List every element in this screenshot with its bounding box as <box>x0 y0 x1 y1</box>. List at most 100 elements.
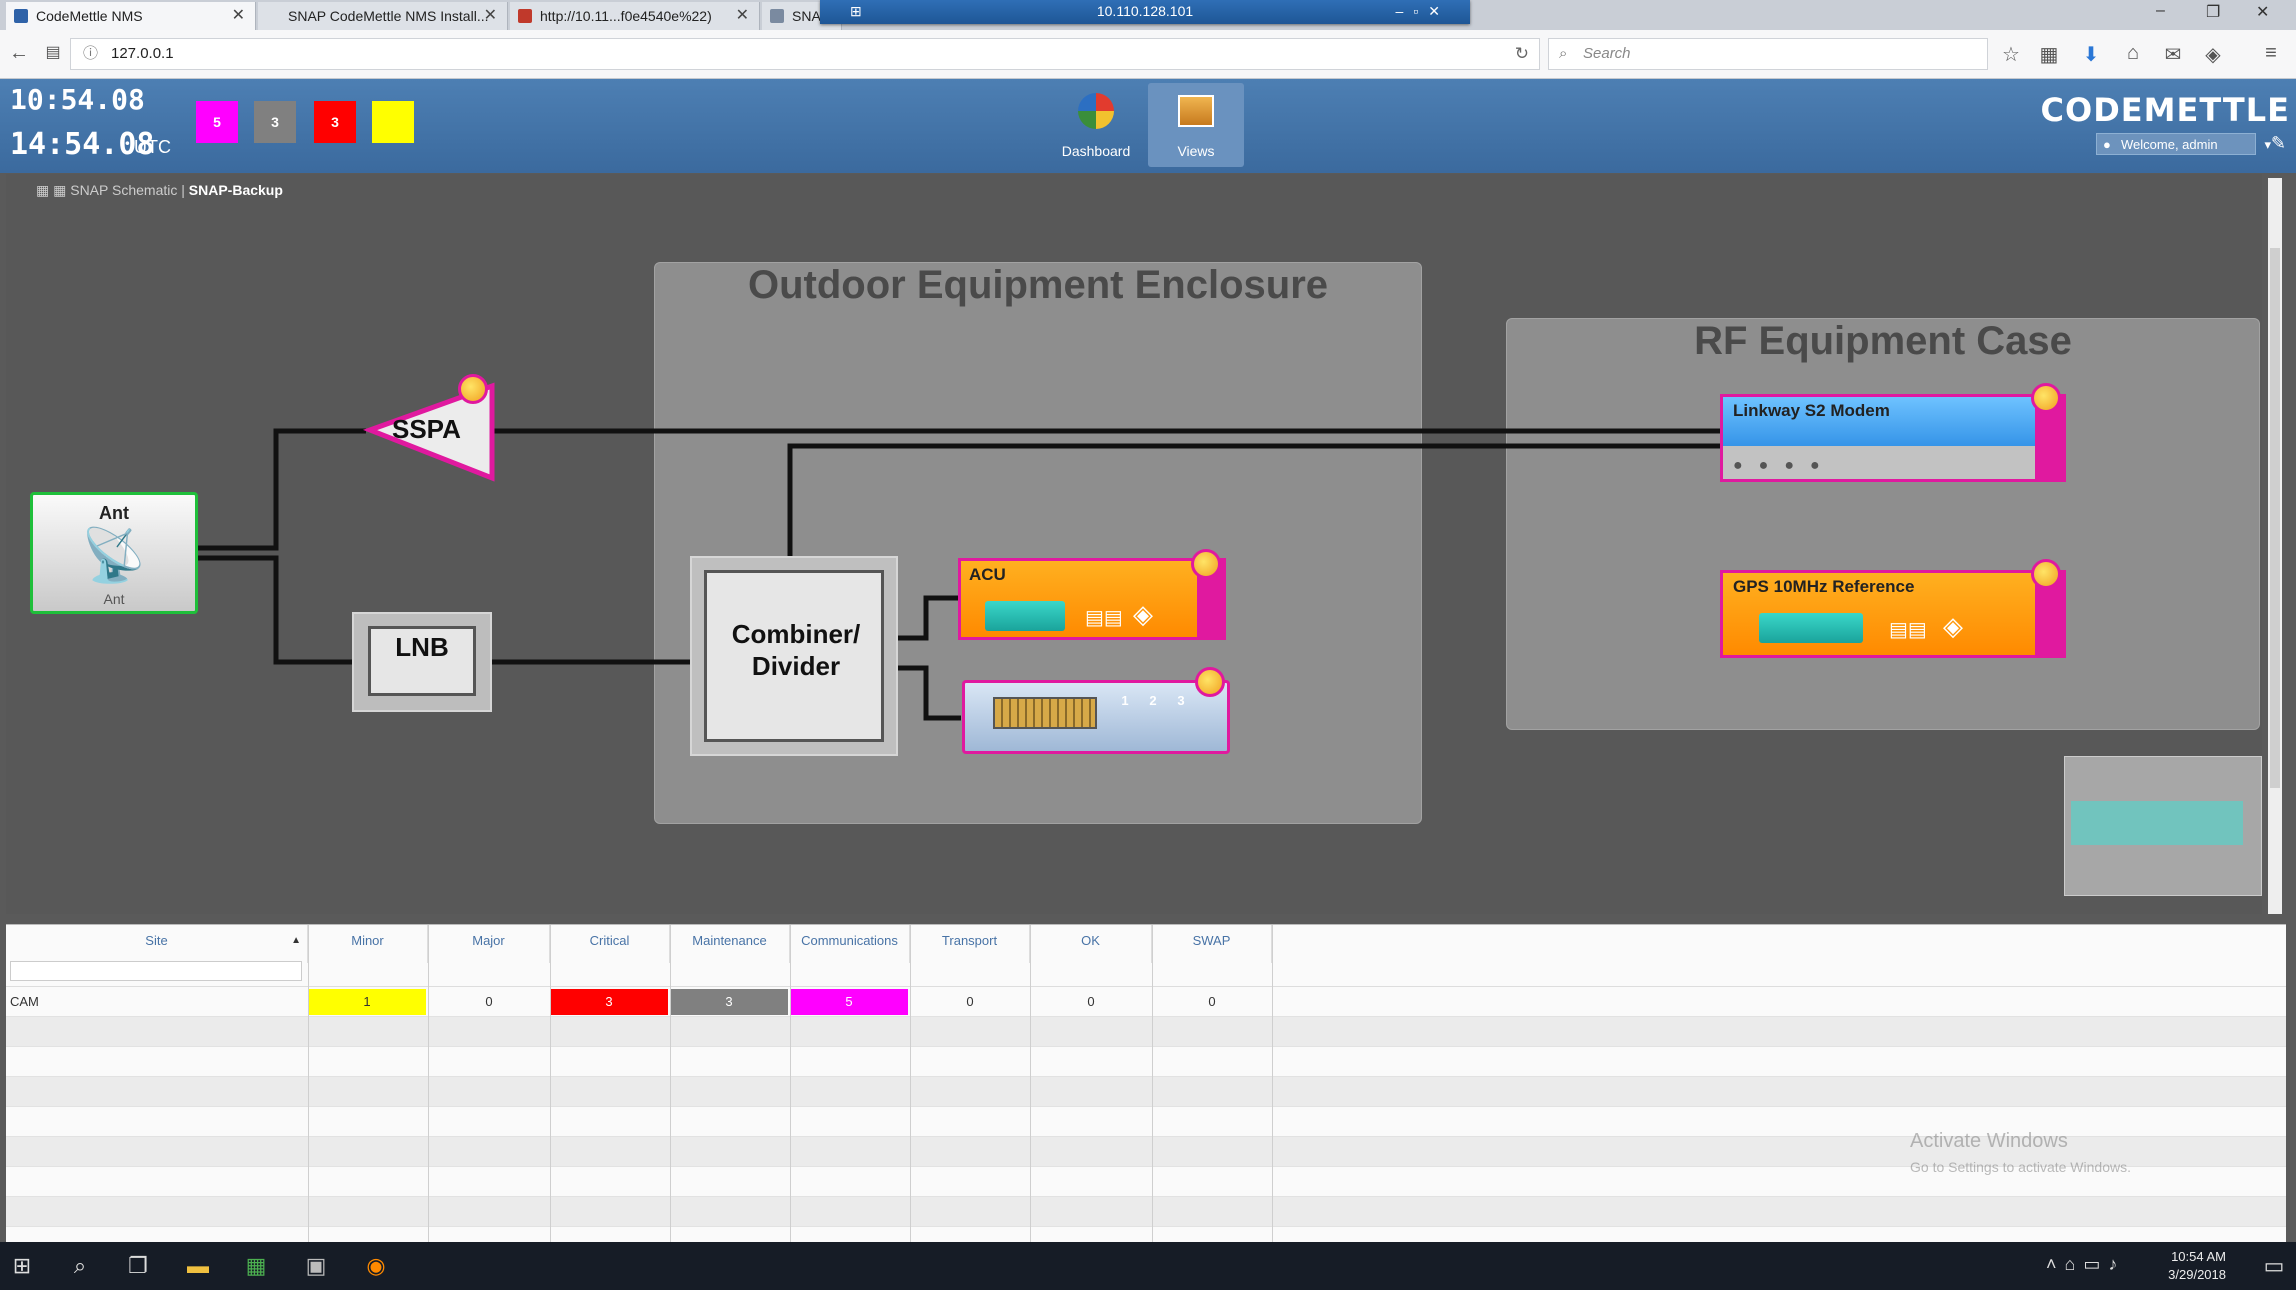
restore-icon[interactable]: ❐ <box>2206 4 2221 21</box>
line-combiner-modem <box>787 443 1722 558</box>
cell-critical[interactable]: 3 <box>550 989 668 1015</box>
library-icon[interactable]: ▦ <box>2039 44 2059 66</box>
column-header-communications[interactable]: Communications <box>790 925 910 963</box>
watermark-title: Activate Windows <box>1910 1130 2068 1152</box>
bookmark-star-icon[interactable]: ☆ <box>2002 44 2020 66</box>
user-icon: ● <box>2103 137 2111 152</box>
download-icon[interactable]: ⬇ <box>2082 44 2100 66</box>
rf-case-title: RF Equipment Case <box>1694 319 2072 363</box>
column-header-transport[interactable]: Transport <box>910 925 1030 963</box>
spreadsheet-app-icon[interactable]: ▦ <box>245 1253 267 1278</box>
acu-device[interactable]: ACU ▤▤ ◈ <box>958 549 1226 640</box>
lnb-device[interactable]: LNB <box>352 612 492 712</box>
remote-window-controls[interactable]: –▫✕ <box>1395 3 1450 19</box>
user-menu[interactable]: ● Welcome, admin ▾ <box>2096 133 2271 155</box>
cell-maintenance[interactable]: 3 <box>670 989 788 1015</box>
table-row <box>6 1047 2286 1077</box>
breadcrumb-parent[interactable]: SNAP Schematic <box>70 182 178 198</box>
pocket-icon[interactable]: ◈ <box>2205 44 2221 66</box>
local-time: 10:54.08 <box>10 83 145 116</box>
alarm-star-icon[interactable] <box>1191 549 1221 579</box>
views-button[interactable]: Views <box>1148 83 1244 167</box>
menu-icon[interactable]: ≡ <box>2265 42 2277 64</box>
line-combiner-switch <box>894 665 961 721</box>
line-ant-lnb <box>194 555 356 665</box>
search-icon[interactable]: ⌕ <box>73 1253 87 1278</box>
home-icon[interactable]: ⌂ <box>2126 42 2140 64</box>
file-explorer-icon[interactable]: ▬ <box>187 1253 209 1278</box>
column-header-site[interactable]: Site ▲ <box>6 925 308 963</box>
antenna-device[interactable]: Ant 📡 Ant <box>30 492 198 614</box>
close-tab-icon[interactable]: ✕ <box>735 7 749 24</box>
column-divider <box>550 925 551 1243</box>
utc-time: 14:54.08 <box>10 127 155 162</box>
windows-taskbar: ⊞ ⌕ ❐ ▬ ▦ ▣ ◉ ˄⌂▭♪ 10:54 AM 3/29/2018 ▭ <box>0 1242 2296 1290</box>
severity-box-minor[interactable] <box>372 101 414 143</box>
minimize-icon[interactable]: – <box>2156 2 2165 19</box>
severity-box-critical[interactable]: 3 <box>314 101 356 143</box>
clock-area[interactable]: 10:54 AM 3/29/2018 <box>2168 1248 2226 1284</box>
switch-port-panel <box>993 697 1097 729</box>
browser-tab-bar: CodeMettle NMS ✕ SNAP CodeMettle NMS Ins… <box>0 0 2296 30</box>
cell-major[interactable]: 0 <box>485 994 493 1009</box>
firefox-icon[interactable]: ◉ <box>366 1253 386 1278</box>
chevron-down-icon[interactable]: ▾ <box>2264 137 2271 152</box>
column-header-critical[interactable]: Critical <box>550 925 670 963</box>
column-header-major[interactable]: Major <box>428 925 550 963</box>
combiner-divider-device[interactable]: Combiner/ Divider <box>690 556 898 756</box>
minimap-viewport[interactable] <box>2071 801 2243 845</box>
breadcrumb-home-icon[interactable]: ▦ ▦ <box>36 182 71 198</box>
column-header-ok[interactable]: OK <box>1030 925 1152 963</box>
cell-swap[interactable]: 0 <box>1208 994 1216 1009</box>
edit-icon[interactable]: ✎ <box>2270 133 2286 153</box>
cell-communications[interactable]: 5 <box>790 989 908 1015</box>
windows-start-icon[interactable]: ⊞ <box>12 1253 32 1278</box>
gps-vent-icon: ▤▤ <box>1889 619 1927 641</box>
cell-ok[interactable]: 0 <box>1087 994 1095 1009</box>
acu-display <box>985 601 1065 631</box>
reload-icon[interactable]: ↻ <box>1514 44 1529 63</box>
minimap[interactable] <box>2064 756 2262 896</box>
window-controls: – ❐ ✕ <box>2146 0 2296 28</box>
search-input[interactable]: ⌕ Search <box>1548 38 1988 70</box>
tab-http-link[interactable]: http://10.11...f0e4540e%22) ✕ <box>510 2 760 30</box>
column-header-swap[interactable]: SWAP <box>1152 925 1272 963</box>
tab-codemettle-nms[interactable]: CodeMettle NMS ✕ <box>6 2 256 30</box>
alarm-star-icon[interactable] <box>1195 667 1225 697</box>
alarm-star-icon[interactable] <box>2031 383 2061 413</box>
site-filter-input[interactable] <box>10 961 302 981</box>
tab-snap-install[interactable]: SNAP CodeMettle NMS Install... ✕ <box>258 2 508 30</box>
column-header-minor[interactable]: Minor <box>308 925 428 963</box>
utc-label: UTC <box>134 137 171 157</box>
alarm-star-icon[interactable] <box>2031 559 2061 589</box>
cell-minor[interactable]: 1 <box>308 989 426 1015</box>
column-header-maintenance[interactable]: Maintenance <box>670 925 790 963</box>
chat-icon[interactable]: ✉ <box>2164 44 2182 66</box>
alarm-star-icon[interactable] <box>458 374 488 404</box>
sort-asc-icon[interactable]: ▲ <box>291 935 301 946</box>
info-icon[interactable]: ⓘ <box>83 45 99 62</box>
back-arrow-icon[interactable]: ← <box>9 42 29 64</box>
scrollbar-thumb[interactable] <box>2270 248 2280 788</box>
antenna-sublabel: Ant <box>103 591 125 607</box>
table-row[interactable]: CAM 1 0 3 3 5 0 0 0 <box>6 987 2286 1017</box>
vertical-scrollbar[interactable] <box>2268 178 2282 914</box>
linkway-s2-modem-device[interactable]: Linkway S2 Modem ●●●● <box>1720 383 2066 482</box>
dashboard-label: Dashboard <box>1061 143 1131 159</box>
close-tab-icon[interactable]: ✕ <box>483 7 497 24</box>
installer-app-icon[interactable]: ▣ <box>305 1253 327 1278</box>
severity-box-communications[interactable]: 5 <box>196 101 238 143</box>
gps-10mhz-reference-device[interactable]: GPS 10MHz Reference ▤▤ ◈ <box>1720 559 2066 658</box>
close-window-icon[interactable]: ✕ <box>2256 4 2270 21</box>
cell-transport[interactable]: 0 <box>966 994 974 1009</box>
dashboard-button[interactable]: Dashboard <box>1048 83 1144 167</box>
pin-icon[interactable]: ⊞ <box>850 3 862 19</box>
url-bar[interactable]: ⓘ 127.0.0.1 ↻ <box>70 38 1540 70</box>
notification-icon[interactable]: ▭ <box>2263 1253 2285 1278</box>
close-tab-icon[interactable]: ✕ <box>231 7 245 24</box>
sspa-device[interactable]: SSPA <box>362 374 502 494</box>
severity-box-maintenance[interactable]: 3 <box>254 101 296 143</box>
task-view-icon[interactable]: ❐ <box>128 1253 148 1278</box>
system-tray-icons[interactable]: ˄⌂▭♪ <box>2046 1254 2126 1274</box>
